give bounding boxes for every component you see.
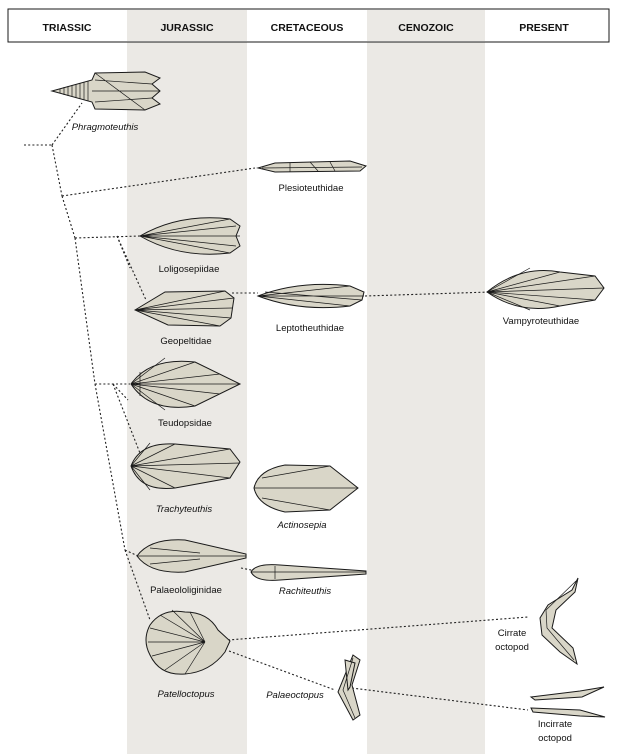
phylogeny-branches: [24, 102, 529, 711]
label-cirrate-line2: octopod: [495, 642, 529, 653]
label-cirrate-line1: Cirrate: [498, 628, 527, 639]
label-loligosepiidae: Loligosepiidae: [159, 264, 220, 275]
label-leptotheuthidae: Leptotheuthidae: [276, 323, 344, 334]
cirrate-octopod-fossil: [539, 577, 579, 666]
period-triassic: TRIASSIC: [42, 22, 91, 34]
rachiteuthis-fossil: [250, 564, 367, 581]
period-jurassic: JURASSIC: [160, 22, 214, 34]
label-patelloctopus: Patelloctopus: [157, 689, 214, 700]
cenozoic-band: [367, 42, 485, 754]
leptotheuthidae-fossil: [256, 283, 365, 309]
teudopsidae-fossil: [130, 357, 242, 411]
label-incirrate-line2: octopod: [538, 733, 572, 744]
label-plesioteuthidae: Plesioteuthidae: [279, 183, 344, 194]
label-rachiteuthis: Rachiteuthis: [279, 586, 332, 597]
period-cretaceous: CRETACEOUS: [271, 22, 344, 34]
label-actinosepia: Actinosepia: [276, 520, 326, 531]
actinosepia-fossil: [253, 464, 359, 513]
incirrate-octopod-fossil: [529, 686, 606, 718]
label-geopeltidae: Geopeltidae: [160, 336, 211, 347]
label-phragmoteuthis: Phragmoteuthis: [72, 122, 139, 133]
loligosepiidae-fossil: [138, 217, 241, 255]
period-present: PRESENT: [519, 22, 569, 34]
label-teudopsidae: Teudopsidae: [158, 418, 212, 429]
patelloctopus-fossil: [145, 609, 231, 675]
geopeltidae-fossil: [133, 290, 235, 327]
palaeololiginidae-fossil: [136, 539, 247, 573]
period-cenozoic: CENOZOIC: [398, 22, 454, 34]
phragmoteuthis-fossil: [50, 71, 162, 111]
label-palaeoctopus: Palaeoctopus: [266, 690, 324, 701]
label-palaeololiginidae: Palaeololiginidae: [150, 585, 222, 596]
trachyteuthis-fossil: [130, 442, 241, 491]
label-trachyteuthis: Trachyteuthis: [156, 504, 213, 515]
vampyroteuthidae-fossil: [486, 267, 605, 311]
label-incirrate-line1: Incirrate: [538, 719, 572, 730]
period-header: TRIASSIC JURASSIC CRETACEOUS CENOZOIC PR…: [7, 8, 610, 43]
palaeoctopus-fossil: [337, 654, 361, 721]
label-vampyroteuthidae: Vampyroteuthidae: [503, 316, 579, 327]
plesioteuthidae-fossil: [256, 160, 368, 173]
